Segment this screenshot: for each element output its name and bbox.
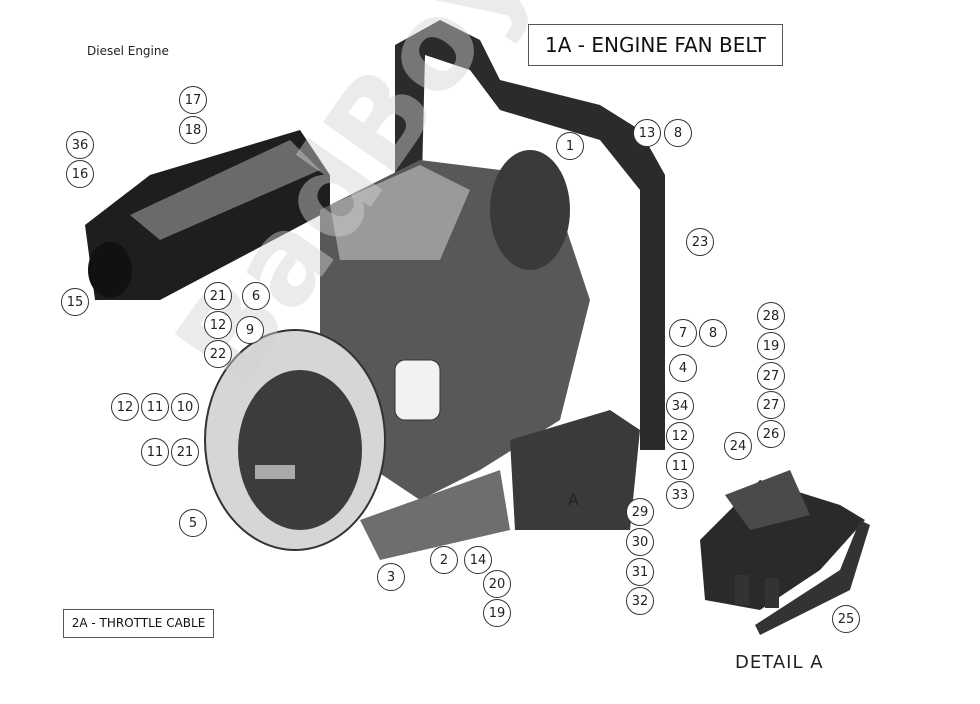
callout-part-17[interactable]: 17 xyxy=(179,86,207,114)
callout-part-2[interactable]: 2 xyxy=(430,546,458,574)
engine-block xyxy=(320,150,590,500)
callout-part-21[interactable]: 21 xyxy=(171,438,199,466)
mount-bracket xyxy=(510,410,640,530)
link-engine-fan-belt[interactable]: 1A - ENGINE FAN BELT xyxy=(528,24,783,66)
callout-part-23[interactable]: 23 xyxy=(686,228,714,256)
callout-part-13[interactable]: 13 xyxy=(633,119,661,147)
callout-part-27[interactable]: 27 xyxy=(757,391,785,419)
callout-part-6[interactable]: 6 xyxy=(242,282,270,310)
callout-part-4[interactable]: 4 xyxy=(669,354,697,382)
callout-part-11[interactable]: 11 xyxy=(666,452,694,480)
callout-part-11[interactable]: 11 xyxy=(141,393,169,421)
callout-part-14[interactable]: 14 xyxy=(464,546,492,574)
link-throttle-cable[interactable]: 2A - THROTTLE CABLE xyxy=(63,609,214,638)
detail-a-label: DETAIL A xyxy=(735,652,824,673)
callout-part-3[interactable]: 3 xyxy=(377,563,405,591)
callout-part-32[interactable]: 32 xyxy=(626,587,654,615)
callout-part-5[interactable]: 5 xyxy=(179,509,207,537)
callout-part-34[interactable]: 34 xyxy=(666,392,694,420)
muffler xyxy=(85,130,330,300)
callout-part-12[interactable]: 12 xyxy=(666,422,694,450)
callout-part-19[interactable]: 19 xyxy=(757,332,785,360)
callout-part-26[interactable]: 26 xyxy=(757,420,785,448)
callout-part-18[interactable]: 18 xyxy=(179,116,207,144)
engine-frame-bracket xyxy=(395,20,665,450)
callout-part-29[interactable]: 29 xyxy=(626,498,654,526)
flywheel-housing xyxy=(204,329,510,560)
callout-part-7[interactable]: 7 xyxy=(669,319,697,347)
callout-part-22[interactable]: 22 xyxy=(204,340,232,368)
callout-part-9[interactable]: 9 xyxy=(236,316,264,344)
callout-part-15[interactable]: 15 xyxy=(61,288,89,316)
callout-part-28[interactable]: 28 xyxy=(757,302,785,330)
callout-part-16[interactable]: 16 xyxy=(66,160,94,188)
callout-part-30[interactable]: 30 xyxy=(626,528,654,556)
engine-mount-detail xyxy=(700,470,870,635)
callout-part-20[interactable]: 20 xyxy=(483,570,511,598)
callout-part-21[interactable]: 21 xyxy=(204,282,232,310)
callout-part-33[interactable]: 33 xyxy=(666,481,694,509)
callout-part-12[interactable]: 12 xyxy=(204,311,232,339)
callout-part-10[interactable]: 10 xyxy=(171,393,199,421)
callout-part-24[interactable]: 24 xyxy=(724,432,752,460)
callout-part-31[interactable]: 31 xyxy=(626,558,654,586)
callout-part-1[interactable]: 1 xyxy=(556,132,584,160)
diagram-title: Diesel Engine xyxy=(87,44,169,58)
view-marker-a: A xyxy=(568,490,579,509)
callout-part-11[interactable]: 11 xyxy=(141,438,169,466)
callout-part-8[interactable]: 8 xyxy=(664,119,692,147)
callout-part-27[interactable]: 27 xyxy=(757,362,785,390)
callout-part-36[interactable]: 36 xyxy=(66,131,94,159)
callout-part-8[interactable]: 8 xyxy=(699,319,727,347)
callout-part-25[interactable]: 25 xyxy=(832,605,860,633)
callout-part-19[interactable]: 19 xyxy=(483,599,511,627)
callout-part-12[interactable]: 12 xyxy=(111,393,139,421)
